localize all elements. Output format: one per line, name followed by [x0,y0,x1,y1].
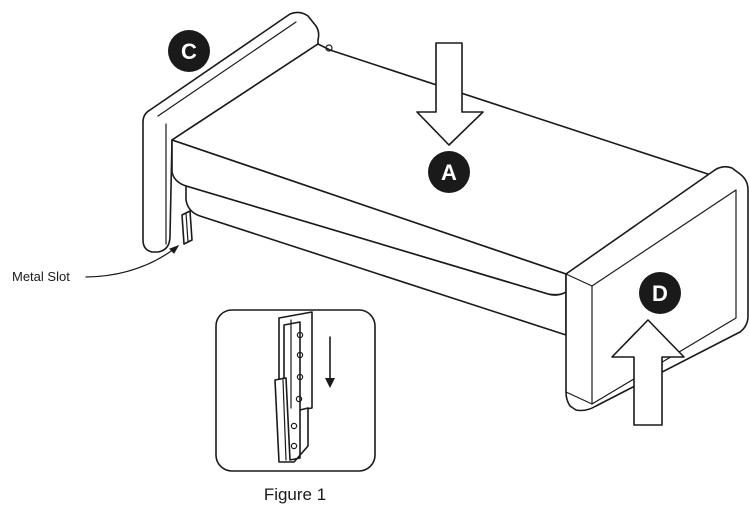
figure-1-inset [215,309,376,472]
badge-d-label: D [652,281,668,306]
metal-slot-callout: Metal Slot [12,245,180,284]
badge-c-label: C [181,39,197,64]
badge-a: A [428,151,470,193]
up-arrow-icon [611,319,685,426]
badge-a-label: A [441,160,457,185]
metal-slot-bracket [181,210,193,245]
down-arrow-icon [416,42,484,146]
badge-c: C [168,30,210,72]
metal-slot-label: Metal Slot [12,269,70,284]
badge-d: D [639,272,681,314]
slide-down-arrow-icon [325,336,335,388]
figure-caption: Figure 1 [264,485,326,504]
